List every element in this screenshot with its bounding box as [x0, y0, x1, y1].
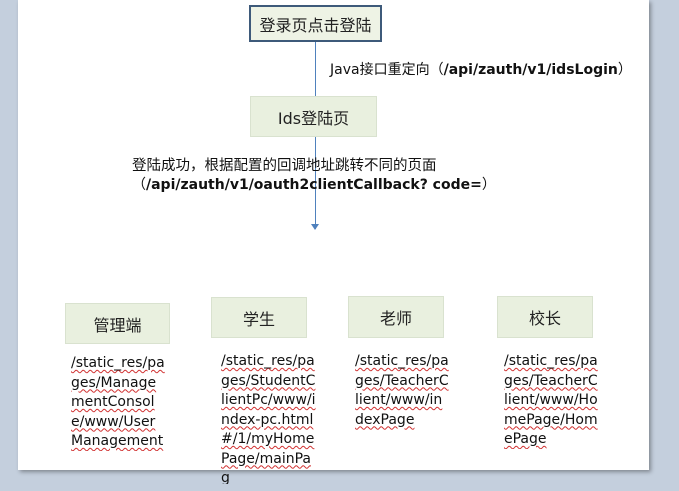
role-box-admin: 管理端 — [65, 303, 170, 344]
connector-arrowhead — [311, 224, 319, 230]
role-box-teacher: 老师 — [348, 296, 444, 338]
java-redirect-suffix: ） — [617, 62, 632, 78]
callback-text: 登陆成功，根据配置的回调地址跳转不同的页面 — [132, 158, 437, 174]
role-box-principal: 校长 — [497, 296, 593, 338]
role-path-principal: /static_res/pages/TeacherClient/www/Home… — [504, 352, 600, 449]
ids-login-box: Ids登陆页 — [250, 96, 377, 137]
callback-path-line: （/api/zauth/v1/oauth2clientCallback? cod… — [132, 174, 496, 194]
callback-path-prefix: （ — [132, 177, 146, 193]
java-redirect-prefix: Java接口重定向（ — [330, 62, 444, 78]
role-path-principal-text: /static_res/pages/TeacherClient/www/Home… — [504, 353, 598, 447]
login-page-box: 登录页点击登陆 — [249, 5, 382, 42]
role-path-student-text: /static_res/pages/StudentClientPc/www/in… — [221, 353, 316, 484]
role-path-teacher: /static_res/pages/TeacherClient/www/inde… — [355, 352, 451, 430]
java-redirect-label: Java接口重定向（/api/zauth/v1/idsLogin） — [330, 59, 632, 79]
java-redirect-path: /api/zauth/v1/idsLogin — [443, 62, 618, 78]
role-path-admin-text: /static_res/pages/ManagementConsole/www/… — [71, 355, 165, 449]
callback-path-suffix: ） — [481, 177, 496, 193]
connector-line-top — [315, 42, 316, 96]
role-path-admin: /static_res/pages/ManagementConsole/www/… — [71, 354, 167, 451]
document-page: 登录页点击登陆 Java接口重定向（/api/zauth/v1/idsLogin… — [18, 0, 649, 484]
role-path-teacher-text: /static_res/pages/TeacherClient/www/inde… — [355, 353, 449, 428]
role-path-student: /static_res/pages/StudentClientPc/www/in… — [221, 352, 317, 484]
connector-line-middle — [315, 137, 316, 229]
callback-path: /api/zauth/v1/oauth2clientCallback? code… — [146, 177, 482, 193]
role-box-student: 学生 — [211, 297, 307, 338]
